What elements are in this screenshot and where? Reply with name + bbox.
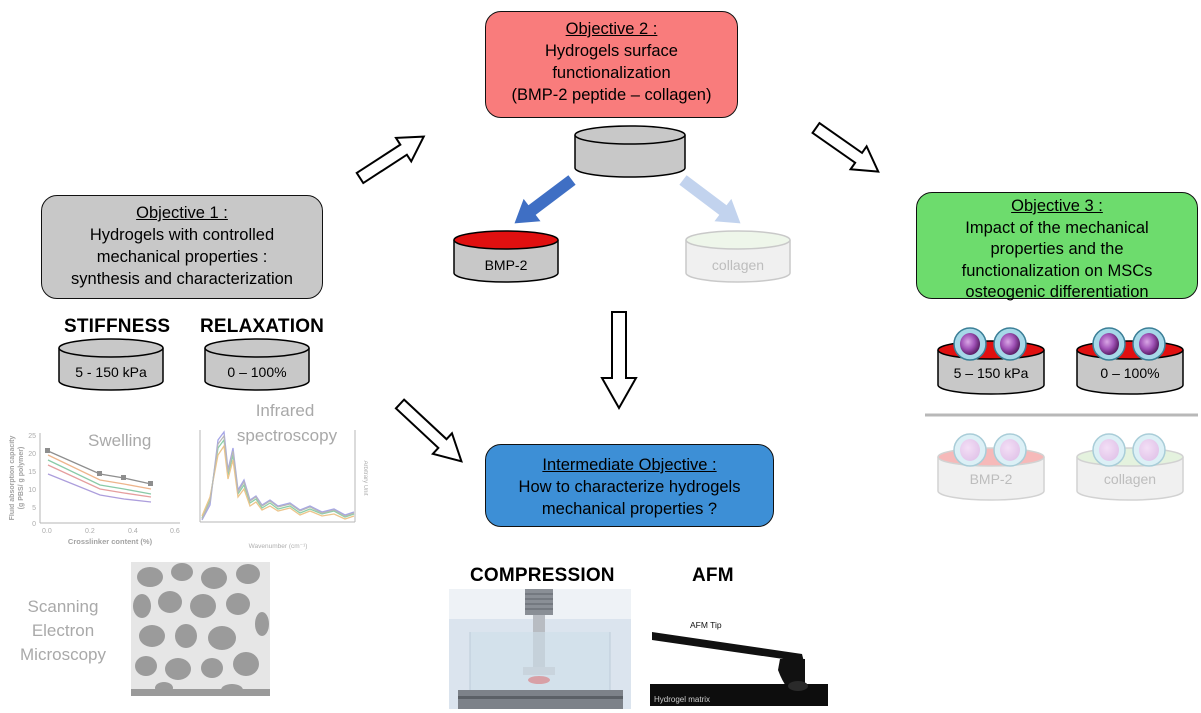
objective-1-line: synthesis and characterization (71, 270, 293, 288)
objective-2-line: (BMP-2 peptide – collagen) (511, 86, 712, 104)
obj3-collagen-label: collagen (1104, 471, 1156, 487)
collagen-cylinder: collagen (685, 230, 791, 283)
svg-text:0.2: 0.2 (85, 528, 95, 535)
svg-text:0.0: 0.0 (42, 528, 52, 535)
arrow-to-objective-2 (355, 135, 426, 185)
stem-cell-icon (1092, 433, 1166, 467)
afm-label: AFM (692, 565, 734, 586)
objective-3-title: Objective 3 : (1011, 197, 1103, 215)
objective-3-box: Objective 3 : Impact of the mechanical p… (916, 192, 1198, 301)
afm-image: AFM Tip Hydrogel matrix (650, 614, 828, 706)
svg-text:20: 20 (28, 451, 36, 458)
objective-2-line: Hydrogels surface (545, 42, 678, 60)
objective-2-line: functionalization (552, 64, 671, 82)
obj3-collagen-cylinder: collagen (1076, 447, 1184, 501)
swelling-label: Swelling (88, 431, 151, 450)
sem-label: Microscopy (20, 645, 106, 664)
relaxation-cylinder: 0 – 100% (204, 338, 310, 391)
stiffness-label: STIFFNESS (64, 316, 171, 337)
arrow-down-to-intermediate (600, 311, 638, 411)
collagen-cylinder-label: collagen (712, 257, 764, 273)
bmp2-cylinder: BMP-2 (453, 230, 559, 283)
sem-micrograph (131, 562, 270, 696)
svg-text:15: 15 (28, 469, 36, 476)
hydrogel-cylinder (574, 125, 686, 178)
stem-cell-icon (1092, 327, 1166, 361)
intermediate-objective-line: How to characterize hydrogels (518, 478, 741, 496)
stiffness-cylinder-label: 5 - 150 kPa (75, 364, 147, 380)
swelling-ylabel: Fluid absorption capacity (9, 436, 16, 521)
obj3-relaxation-label: 0 – 100% (1100, 365, 1159, 381)
objective-3-line: Impact of the mechanical (965, 218, 1149, 237)
svg-text:25: 25 (28, 433, 36, 440)
stem-cell-icon (953, 327, 1027, 361)
svg-text:0.4: 0.4 (128, 528, 138, 535)
swelling-chart: 25 20 15 10 5 0 0.0 0.2 0.4 0.6 Crosslin… (9, 433, 180, 546)
ir-ylabel: Arbitrary Unit (362, 460, 368, 495)
objective-1-line: mechanical properties : (96, 248, 268, 266)
swelling-xlabel: Crosslinker content (%) (68, 537, 153, 546)
svg-text:5: 5 (32, 505, 36, 512)
objective-3-line: properties and the (990, 240, 1124, 258)
intermediate-objective-line: mechanical properties ? (541, 500, 718, 518)
relaxation-cylinder-label: 0 – 100% (227, 364, 286, 380)
objective-2-title: Objective 2 : (565, 20, 658, 38)
arrow-to-intermediate (394, 398, 463, 463)
objective-1-line: Hydrogels with controlled (89, 226, 275, 244)
obj3-stiffness-cylinder: 5 – 150 kPa (937, 340, 1045, 395)
objective-3-line: functionalization on MSCs (961, 261, 1153, 280)
intermediate-objective-title: Intermediate Objective : (542, 456, 717, 474)
ir-xlabel: Wavenumber (cm⁻¹) (249, 543, 308, 550)
bmp2-cylinder-label: BMP-2 (485, 257, 528, 273)
compression-label: COMPRESSION (470, 565, 615, 586)
arrow-to-collagen (679, 175, 741, 224)
infrared-chart: Wavenumber (cm⁻¹) Arbitrary Unit (199, 430, 368, 550)
infrared-label: Infrared (256, 401, 315, 420)
sem-label: Scanning (28, 597, 99, 616)
intermediate-objective-box: Intermediate Objective : How to characte… (485, 444, 774, 527)
stiffness-cylinder: 5 - 150 kPa (58, 338, 164, 391)
obj3-bmp2-label: BMP-2 (970, 471, 1013, 487)
objective-1-box: Objective 1 : Hydrogels with controlled … (41, 195, 323, 299)
infrared-label: spectroscopy (237, 426, 338, 445)
arrow-to-objective-3 (811, 121, 880, 173)
objective-3-line: osteogenic differentiation (965, 283, 1149, 301)
afm-tip-label: AFM Tip (690, 620, 722, 630)
relaxation-label: RELAXATION (200, 316, 325, 337)
stem-cell-icon (953, 433, 1027, 467)
swelling-ylabel: (g PBS/ g polymer) (18, 447, 25, 510)
obj3-bmp2-cylinder: BMP-2 (937, 447, 1045, 501)
svg-text:0: 0 (32, 521, 36, 528)
svg-text:10: 10 (28, 487, 36, 494)
objective-2-box: Objective 2 : Hydrogels surface function… (485, 11, 738, 118)
svg-text:0.6: 0.6 (170, 528, 180, 535)
obj3-stiffness-label: 5 – 150 kPa (954, 365, 1029, 381)
hydrogel-matrix-label: Hydrogel matrix (654, 695, 710, 704)
objective-1-title: Objective 1 : (136, 204, 228, 222)
obj3-relaxation-cylinder: 0 – 100% (1076, 340, 1184, 395)
compression-photo (449, 589, 631, 709)
sem-label: Electron (32, 621, 94, 640)
arrow-to-bmp2 (514, 175, 576, 224)
